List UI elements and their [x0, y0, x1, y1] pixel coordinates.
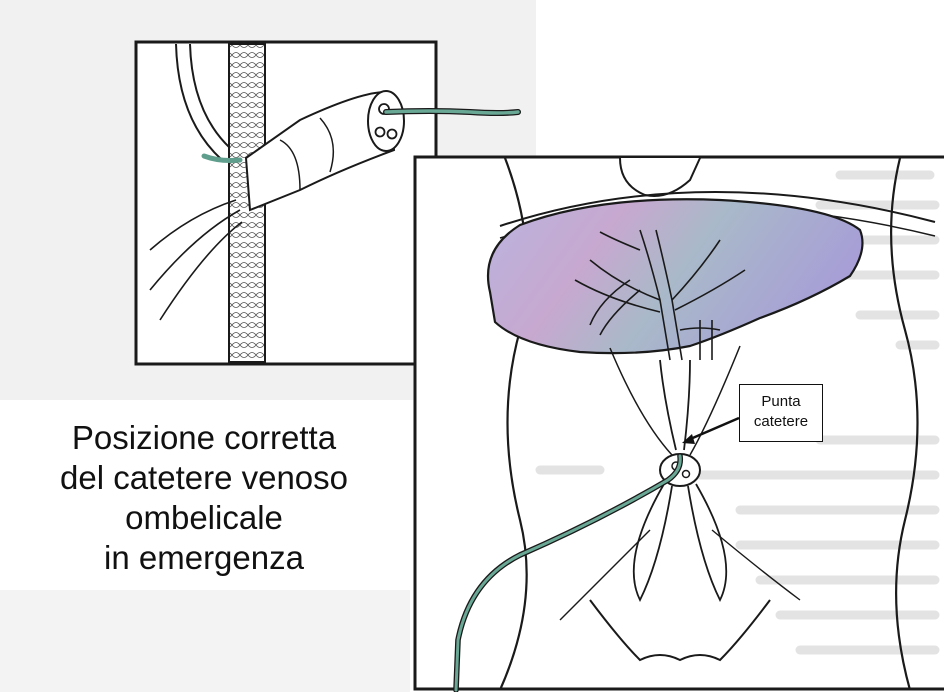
inset-cord-panel	[136, 42, 436, 364]
caption-line-1: Posizione corretta	[14, 418, 394, 458]
caption-line-4: in emergenza	[14, 538, 394, 578]
catheter-tip-callout: Punta catetere	[739, 384, 823, 442]
callout-line-2: catetere	[740, 412, 822, 432]
callout-line-1: Punta	[740, 392, 822, 412]
caption-line-2: del catetere venoso	[14, 458, 394, 498]
caption-line-3: ombelicale	[14, 498, 394, 538]
scan-background-bottom	[0, 590, 410, 692]
main-anatomy-panel	[415, 157, 944, 690]
figure-caption: Posizione corretta del catetere venoso o…	[14, 418, 394, 578]
catheter-tube-inset	[386, 111, 518, 113]
stump-cross-section	[368, 91, 404, 151]
